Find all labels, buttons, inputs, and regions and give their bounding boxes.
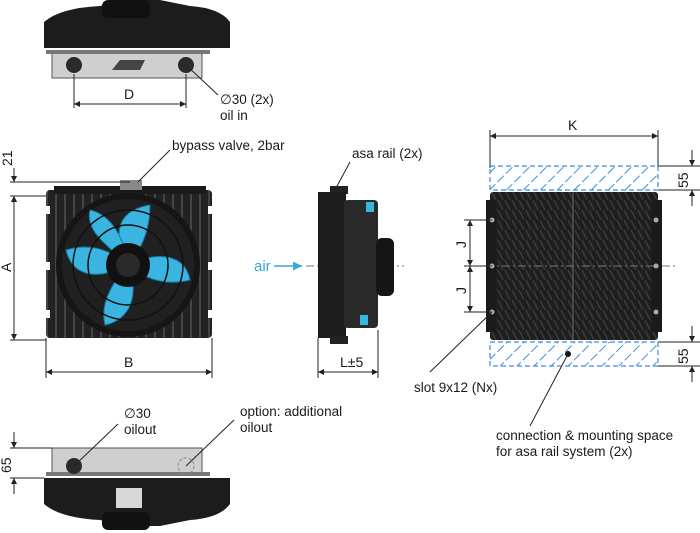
oil-in-label-line2: oil in [220,108,248,123]
rail-view: K J J 55 55 slot 9x12 (Nx) [414,117,700,459]
dim-65-label: 65 [0,457,14,473]
leader-connection [529,353,569,427]
connection-label-line1: connection & mounting space [496,428,673,443]
bottom-view-label-plate [116,488,142,508]
dim-B-label: B [124,354,133,370]
dim-J-lower-label: J [453,287,469,294]
oil-port-left [66,57,82,73]
leader-oil-out [73,423,119,467]
mount-hole-b2l [44,310,50,318]
slot-4 [653,217,659,223]
fan-blade-side-bottom [360,315,368,325]
top-view-motor [102,0,150,18]
top-view-frame [46,50,210,54]
leader-option [185,419,235,467]
dim-21-label: 21 [0,150,15,166]
oil-in-label-line1: ∅30 (2x) [220,92,274,107]
bottom-view: ∅30 oilout option: additional oilout 65 [0,404,342,530]
bottom-view-frame [46,472,210,476]
asa-rail-bottom [330,336,348,344]
front-view: 21 A B bypass valve, 2bar [0,138,285,378]
side-shroud [344,200,378,328]
optional-oil-out-port [177,457,195,475]
option-label-line2: oilout [240,420,273,435]
mount-hole-br [208,262,214,270]
fan-grille [72,209,184,321]
side-frame [318,192,346,338]
dim-A-label: A [0,262,14,272]
top-view: D ∅30 (2x) oil in [44,0,274,123]
leader-oil-in [185,64,219,96]
option-label-line1: option: additional [240,404,342,419]
mount-hole-tr [208,206,214,214]
side-view: air asa rail (2x) L±5 [254,146,423,378]
dim-55-top-label: 55 [675,172,691,188]
mounting-space-top [489,165,659,191]
slot-label: slot 9x12 (Nx) [414,380,497,395]
oil-out-label-line2: oilout [124,422,157,437]
dim-L-label: L±5 [340,354,363,370]
asa-rail-top [330,186,348,194]
slot-6 [653,309,659,315]
oil-out-label-line1: ∅30 [124,406,151,421]
bypass-valve [120,180,142,190]
dim-J-upper-label: J [453,241,469,248]
fan-hub-inner [116,253,140,277]
side-motor [376,238,394,296]
mount-hole-tl [44,206,50,214]
brand-logo-mark [112,60,145,70]
dim-55-bottom-label: 55 [675,348,691,364]
mount-hole-b2r [208,310,214,318]
fan-blade-side-top [366,202,374,212]
air-label: air [254,258,271,275]
dim-K-label: K [568,117,578,133]
top-view-shroud [44,0,230,48]
asa-rail-label: asa rail (2x) [352,146,423,161]
mount-hole-bl [44,262,50,270]
slot-5 [653,263,659,269]
bottom-view-motor [102,512,150,530]
bypass-valve-label: bypass valve, 2bar [172,138,285,153]
mounting-space-bottom [489,341,659,367]
dim-D-label: D [124,86,134,102]
connection-label-line2: for asa rail system (2x) [496,444,633,459]
leader-asa-rail [335,161,351,189]
leader-slot [429,311,493,373]
leader-bypass [137,149,171,183]
